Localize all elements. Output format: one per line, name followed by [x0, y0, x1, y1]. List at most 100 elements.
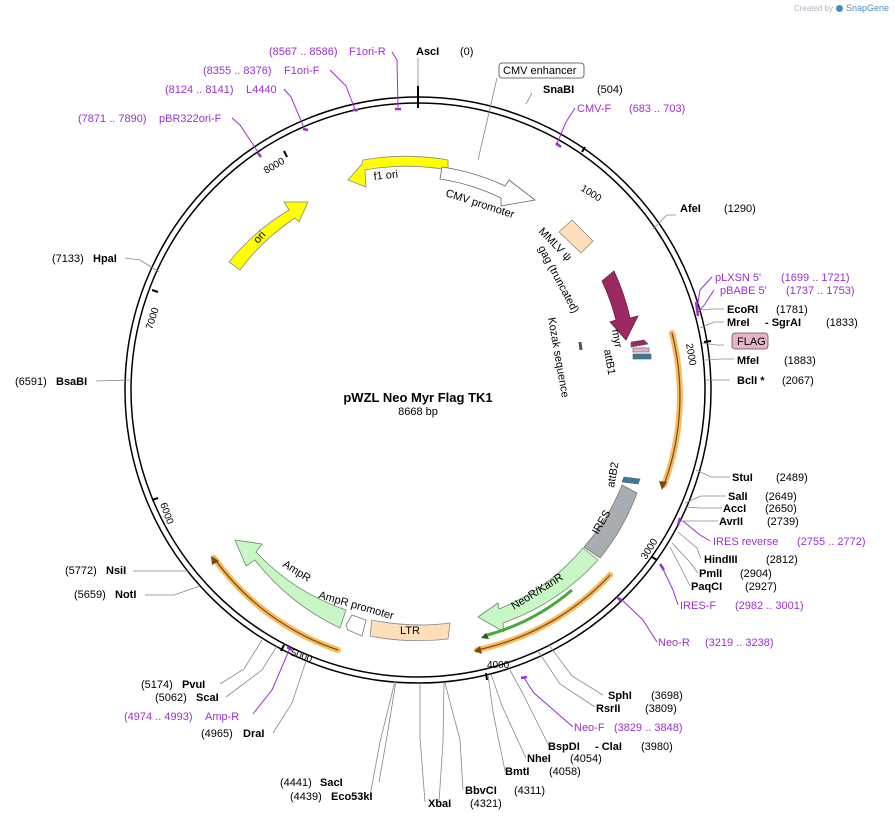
flag-label: FLAG: [737, 336, 766, 348]
primer-labels: (8567 .. 8586) F1ori-R (8355 .. 8376) F1…: [78, 46, 866, 734]
enzyme-name-bsabi[interactable]: BsaBI: [56, 376, 87, 388]
enzyme-name-stui[interactable]: StuI: [732, 472, 753, 484]
enzyme-name-hindiii[interactable]: HindIII: [704, 554, 738, 566]
enzyme-pos-pmli: (2904): [740, 568, 772, 580]
kozak-label: Kozak sequence: [545, 316, 571, 398]
attb2-marker[interactable]: [621, 476, 641, 485]
enzyme-name-pvui[interactable]: PvuI: [182, 679, 205, 691]
enzyme-name-sali[interactable]: SalI: [728, 491, 748, 503]
ampr-arrow[interactable]: [234, 539, 347, 629]
enzyme-name-bspdi[interactable]: BspDI: [548, 741, 580, 753]
enzyme-pos-sali: (2649): [765, 491, 797, 503]
enzyme-pos-bsabi: (6591): [15, 376, 47, 388]
enzyme-pos-asci: (0): [460, 46, 473, 58]
cmv-enhancer-label: CMV enhancer: [503, 65, 577, 77]
orf-arc-main[interactable]: [661, 330, 683, 488]
enzyme-name-noti[interactable]: NotI: [115, 589, 136, 601]
ires-box[interactable]: [583, 484, 638, 559]
primer-name-pbr322ori-f[interactable]: pBR322ori-F: [159, 113, 222, 125]
enzyme-pos-bcli: (2067): [782, 375, 814, 387]
attb1-label: attB1: [601, 348, 617, 375]
primer-name-neo-f[interactable]: Neo-F: [574, 722, 605, 734]
enzyme-name-ecori[interactable]: EcoRI: [727, 304, 758, 316]
snapgene-credit: Created by SnapGene: [794, 3, 889, 13]
enzyme-name-snabi[interactable]: SnaBI: [543, 84, 574, 96]
enzyme-name-xbai[interactable]: XbaI: [428, 798, 451, 810]
enzyme-name-asci[interactable]: AscI: [416, 46, 439, 58]
enzyme-name-scai[interactable]: ScaI: [196, 692, 219, 704]
enzyme-name-hpai[interactable]: HpaI: [93, 253, 117, 265]
kozak-marker: [578, 341, 583, 351]
myr-marker[interactable]: [630, 339, 649, 348]
enzyme-pos-rsrii: (3809): [645, 703, 677, 715]
enzyme-name-drai[interactable]: DraI: [243, 728, 264, 740]
attb2-label: attB2: [605, 461, 621, 488]
ltr-box[interactable]: [369, 619, 451, 642]
enzyme-pos-noti: (5659): [74, 589, 106, 601]
flag-marker[interactable]: [632, 347, 650, 353]
enzyme-name-sphi[interactable]: SphI: [608, 690, 632, 702]
primer-name-amp-r[interactable]: Amp-R: [205, 711, 239, 723]
primer-range-pbabe: (1737 .. 1753): [786, 285, 855, 297]
enzyme-name-eco53ki[interactable]: Eco53kI: [331, 791, 373, 803]
f1ori-arrow[interactable]: [347, 155, 449, 188]
enzyme-pos-eco53ki: (4439): [290, 791, 322, 803]
enzyme-pos-sphi: (3698): [651, 690, 683, 702]
enzyme-pos-pvui: (5174): [141, 679, 173, 691]
attb1-marker[interactable]: [632, 353, 652, 360]
enzyme-name-nhei[interactable]: NheI: [527, 753, 551, 765]
enzyme-pos-clai: (3980): [641, 741, 673, 753]
primer-name-ires-f[interactable]: IRES-F: [680, 600, 716, 612]
tick-8000: 8000: [262, 156, 287, 177]
enzyme-name-sgrai[interactable]: - SgrAI: [765, 317, 801, 329]
enzyme-name-avrii[interactable]: AvrII: [719, 516, 743, 528]
enzyme-name-nsii[interactable]: NsiI: [106, 565, 126, 577]
enzyme-name-clai[interactable]: - ClaI: [595, 741, 622, 753]
primer-name-pbabe[interactable]: pBABE 5': [720, 285, 767, 297]
cmv-enhancer-box[interactable]: [498, 62, 585, 79]
primer-name-f1ori-f[interactable]: F1ori-F: [284, 65, 320, 77]
enzyme-name-mfei[interactable]: MfeI: [737, 355, 759, 367]
flag-label-box[interactable]: [731, 332, 769, 350]
primer-range-ires-reverse: (2755 .. 2772): [797, 536, 866, 548]
enzyme-pos-bbvci: (4311): [514, 785, 545, 797]
enzyme-name-pmli[interactable]: PmlI: [699, 568, 722, 580]
enzyme-pos-snabi: (504): [597, 84, 623, 96]
cmv-promoter-arrow[interactable]: [439, 166, 536, 207]
tick-1000: 1000: [578, 183, 603, 204]
plasmid-title: pWZL Neo Myr Flag TK1: [343, 390, 492, 405]
primer-range-plxsn: (1699 .. 1721): [781, 272, 850, 284]
gag-arrow[interactable]: [601, 270, 639, 341]
primer-name-ires-reverse[interactable]: IRES reverse: [713, 536, 778, 548]
neor-kanr-arrow[interactable]: [477, 547, 599, 633]
enzyme-leaders: [95, 58, 734, 803]
tick-7000: 7000: [144, 306, 161, 331]
mmlv-psi-box[interactable]: [558, 219, 594, 254]
enzyme-name-paqci[interactable]: PaqCI: [691, 581, 722, 593]
myr-label: myr: [609, 328, 624, 348]
primer-name-cmv-f[interactable]: CMV-F: [577, 103, 612, 115]
enzyme-name-bcli[interactable]: BclI *: [737, 375, 765, 387]
primer-name-l4440[interactable]: L4440: [246, 84, 277, 96]
enzyme-pos-bmti: (4058): [549, 766, 581, 778]
primer-range-pbr322ori-f: (7871 .. 7890): [78, 113, 147, 125]
primer-name-plxsn[interactable]: pLXSN 5': [715, 272, 761, 284]
enzyme-name-acci[interactable]: AccI: [723, 503, 746, 515]
enzyme-name-bmti[interactable]: BmtI: [505, 766, 529, 778]
enzyme-name-bbvci[interactable]: BbvCI: [465, 785, 497, 797]
primer-name-neo-r[interactable]: Neo-R: [658, 637, 690, 649]
primer-range-neo-f: (3829 .. 3848): [614, 722, 683, 734]
enzyme-pos-scai: (5062): [155, 692, 187, 704]
enzyme-name-rsrii[interactable]: RsrII: [596, 703, 620, 715]
enzyme-name-afei[interactable]: AfeI: [680, 203, 701, 215]
snapgene-logo-icon: [835, 4, 843, 12]
f1ori-label: f1 ori: [373, 168, 399, 182]
primer-range-cmv-f: (683 .. 703): [629, 103, 685, 115]
primer-leaders: [231, 51, 715, 728]
primer-name-f1ori-r[interactable]: F1ori-R: [349, 46, 386, 58]
tick-5000: 5000: [289, 647, 314, 665]
ampr-promoter-arrow[interactable]: [345, 614, 367, 637]
enzyme-name-srei[interactable]: MreI: [727, 317, 750, 329]
ori-arrow[interactable]: [228, 201, 309, 271]
enzyme-name-saci[interactable]: SacI: [320, 777, 343, 789]
